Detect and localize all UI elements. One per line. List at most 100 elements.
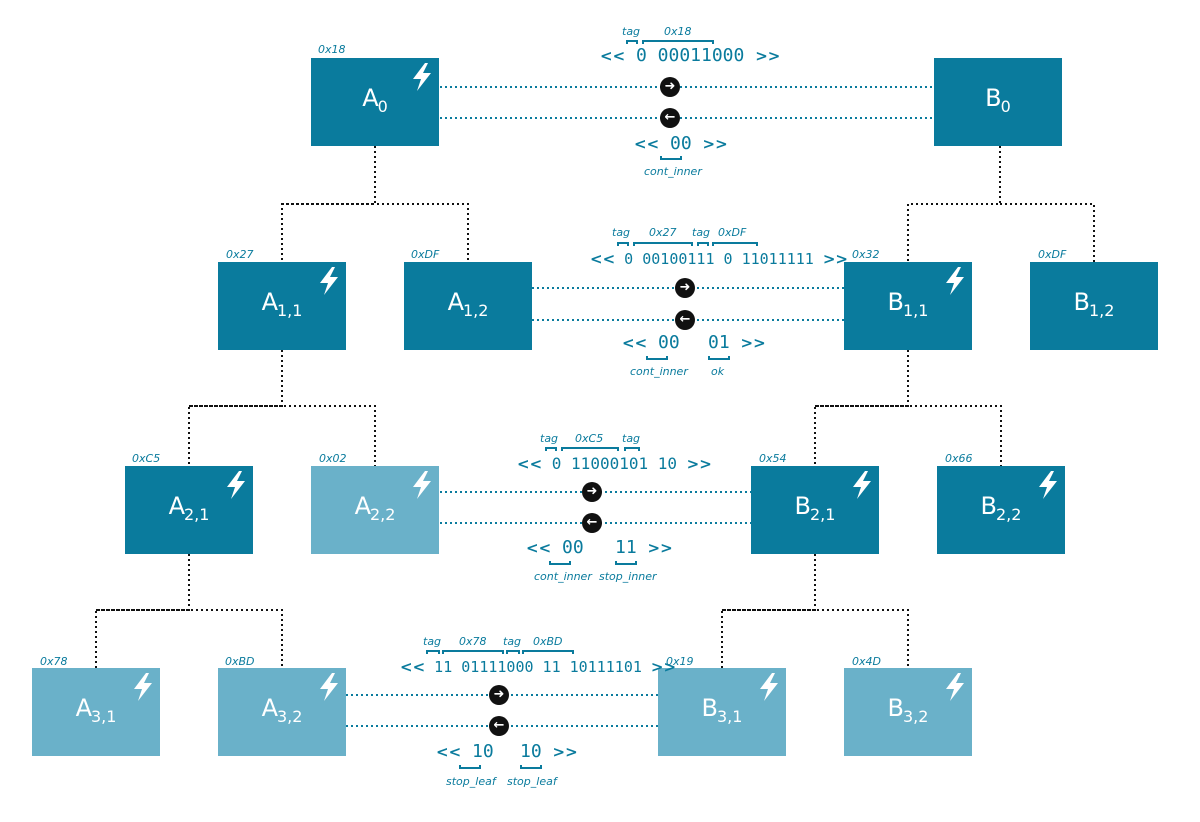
channel-2-back-bits-b: 11 >> bbox=[615, 537, 673, 558]
node-b0: B0 bbox=[934, 58, 1062, 146]
channel-3-forward-bits: << 11 01111000 11 10111101 >> bbox=[400, 658, 677, 676]
channel-2-back-bits-a: << 00 bbox=[526, 537, 584, 558]
channel-1-bracket bbox=[633, 242, 693, 246]
node-b32: B3,2 bbox=[844, 668, 972, 756]
channel-2-bracket bbox=[615, 561, 637, 565]
node-label: A2,1 bbox=[168, 492, 210, 524]
channel-2-fwd-label: tag bbox=[540, 432, 559, 445]
channel-1-back-label: ok bbox=[711, 365, 725, 378]
lightning-bolt-icon bbox=[227, 471, 245, 499]
channel-0-bracket bbox=[660, 156, 682, 160]
node-b31-hex: 0x19 bbox=[666, 655, 694, 668]
node-label: B2,1 bbox=[794, 492, 836, 524]
back-arrow-icon: ← bbox=[675, 310, 695, 330]
node-label: B3,2 bbox=[887, 694, 929, 726]
channel-3-bracket bbox=[506, 650, 520, 654]
node-b32-hex: 0x4D bbox=[852, 655, 881, 668]
lightning-bolt-icon bbox=[413, 471, 431, 499]
node-b21: B2,1 bbox=[751, 466, 879, 554]
node-a21-hex: 0xC5 bbox=[132, 452, 161, 465]
node-b12: B1,2 bbox=[1030, 262, 1158, 350]
channel-3-bracket bbox=[426, 650, 440, 654]
channel-1-forward-bits: << 0 00100111 0 11011111 >> bbox=[590, 250, 848, 268]
lightning-bolt-icon bbox=[413, 63, 431, 91]
back-arrow-icon: ← bbox=[582, 513, 602, 533]
node-a32: A3,2 bbox=[218, 668, 346, 756]
channel-2-bracket bbox=[624, 447, 640, 451]
channel-1-back-bits-b: 01 >> bbox=[708, 332, 766, 353]
channel-0-back-label: cont_inner bbox=[644, 165, 702, 178]
channel-3-fwd-label: tag bbox=[423, 635, 442, 648]
node-label: A2,2 bbox=[354, 492, 396, 524]
node-label: B1,1 bbox=[887, 288, 929, 320]
node-a12-hex: 0xDF bbox=[411, 248, 440, 261]
channel-2-bracket bbox=[545, 447, 557, 451]
node-label: A0 bbox=[362, 84, 388, 116]
node-b12-hex: 0xDF bbox=[1038, 248, 1067, 261]
node-label: A1,1 bbox=[261, 288, 303, 320]
node-a22-hex: 0x02 bbox=[319, 452, 347, 465]
forward-arrow-icon: ➜ bbox=[489, 685, 509, 705]
node-a11: A1,1 bbox=[218, 262, 346, 350]
channel-3-back-label: stop_leaf bbox=[446, 775, 496, 788]
channel-2-bracket bbox=[549, 561, 571, 565]
node-b22-hex: 0x66 bbox=[945, 452, 973, 465]
forward-arrow-icon: ➜ bbox=[675, 278, 695, 298]
channel-3-fwd-label: 0xBD bbox=[533, 635, 563, 648]
node-a31-hex: 0x78 bbox=[40, 655, 68, 668]
back-arrow-icon: ← bbox=[660, 108, 680, 128]
node-a32-hex: 0xBD bbox=[225, 655, 255, 668]
channel-3-bracket bbox=[520, 765, 542, 769]
channel-0-forward-bits: << 0 00011000 >> bbox=[600, 45, 781, 66]
lightning-bolt-icon bbox=[134, 673, 152, 701]
node-a31: A3,1 bbox=[32, 668, 160, 756]
node-label: A3,1 bbox=[75, 694, 117, 726]
edge-b21-children bbox=[721, 554, 909, 668]
node-label: B0 bbox=[985, 84, 1011, 116]
lightning-bolt-icon bbox=[946, 267, 964, 295]
channel-2-back-label: cont_inner bbox=[534, 570, 592, 583]
edge-b0-children bbox=[907, 146, 1095, 262]
channel-2-forward-bits: << 0 11000101 10 >> bbox=[517, 454, 712, 473]
lightning-bolt-icon bbox=[320, 267, 338, 295]
channel-3-bracket bbox=[459, 765, 481, 769]
node-a0: A0 bbox=[311, 58, 439, 146]
lightning-bolt-icon bbox=[760, 673, 778, 701]
channel-3-fwd-label: tag bbox=[503, 635, 522, 648]
forward-arrow-icon: ➜ bbox=[660, 77, 680, 97]
node-b21-hex: 0x54 bbox=[759, 452, 787, 465]
node-b11-hex: 0x32 bbox=[852, 248, 880, 261]
lightning-bolt-icon bbox=[1039, 471, 1057, 499]
channel-1-bracket bbox=[617, 242, 629, 246]
edge-a0-children bbox=[281, 146, 469, 262]
edge-a11-children bbox=[188, 350, 376, 466]
edge-b11-children bbox=[814, 350, 1002, 466]
channel-1-fwd-label: 0x27 bbox=[649, 226, 677, 239]
channel-1-fwd-label: tag bbox=[692, 226, 711, 239]
channel-2-bracket bbox=[561, 447, 619, 451]
channel-1-bracket bbox=[646, 356, 668, 360]
channel-3-fwd-label: 0x78 bbox=[459, 635, 487, 648]
node-a21: A2,1 bbox=[125, 466, 253, 554]
node-a11-hex: 0x27 bbox=[226, 248, 254, 261]
forward-arrow-icon: ➜ bbox=[582, 482, 602, 502]
edge-a21-children bbox=[95, 554, 283, 668]
node-a22: A2,2 bbox=[311, 466, 439, 554]
channel-3-back-bits-b: 10 >> bbox=[520, 741, 578, 762]
channel-1-bracket bbox=[697, 242, 709, 246]
channel-1-bracket bbox=[712, 242, 758, 246]
channel-0-fwd-label: 0x18 bbox=[664, 25, 692, 38]
channel-0-bracket bbox=[642, 40, 714, 44]
channel-2-fwd-label: tag bbox=[622, 432, 641, 445]
channel-2-back-label: stop_inner bbox=[599, 570, 657, 583]
channel-1-fwd-label: 0xDF bbox=[718, 226, 747, 239]
channel-3-back-label: stop_leaf bbox=[507, 775, 557, 788]
channel-2-fwd-label: 0xC5 bbox=[575, 432, 604, 445]
lightning-bolt-icon bbox=[853, 471, 871, 499]
channel-0-fwd-label: tag bbox=[622, 25, 641, 38]
channel-1-back-label: cont_inner bbox=[630, 365, 688, 378]
node-b22: B2,2 bbox=[937, 466, 1065, 554]
node-label: A3,2 bbox=[261, 694, 303, 726]
node-label: B3,1 bbox=[701, 694, 743, 726]
